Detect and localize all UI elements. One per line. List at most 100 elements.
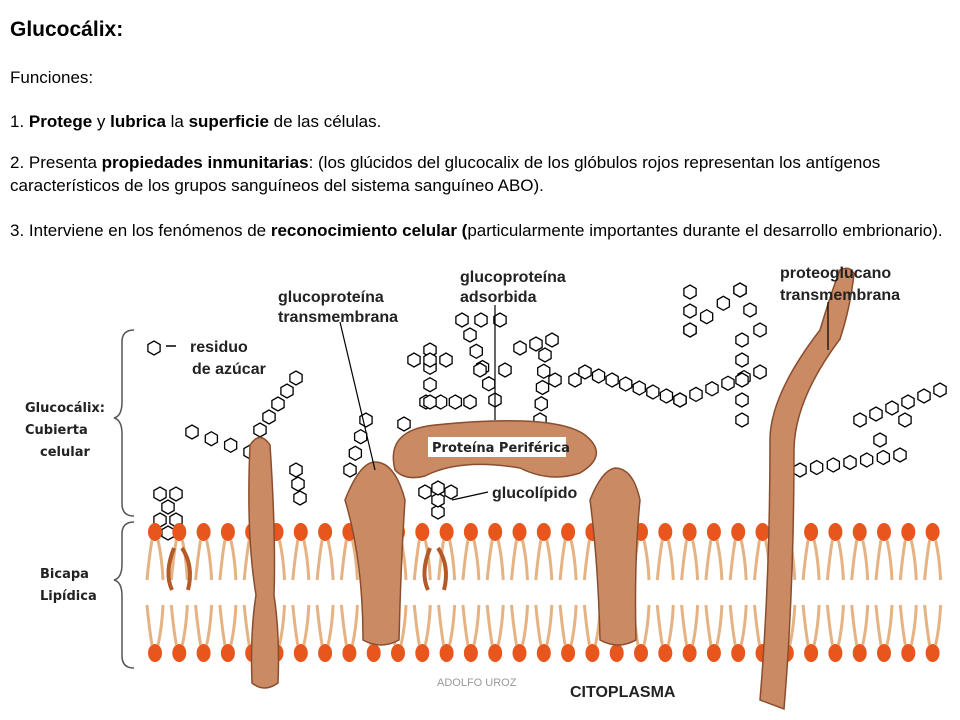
lipid-tail — [801, 604, 821, 646]
lipid-head — [196, 523, 211, 541]
sugar-residue-icon — [917, 388, 931, 404]
transmembrane-protein — [589, 467, 641, 646]
sugar-residue-icon — [898, 412, 912, 428]
lipid-head — [634, 644, 648, 662]
lipid-tail — [923, 604, 943, 646]
lipid-head — [463, 644, 478, 662]
lipid-tail — [169, 604, 189, 646]
lipid-tail — [145, 539, 165, 581]
sugar-residue-icon — [853, 412, 867, 428]
sugar-residue-label: de azúcar — [192, 361, 266, 378]
body-text: Presenta — [28, 153, 102, 172]
sugar-residue-icon — [262, 409, 276, 425]
lipid-head — [852, 523, 867, 541]
sugar-residue-icon — [545, 332, 559, 348]
lipid-tail — [461, 539, 481, 581]
body-text: particularmente importantes durante el d… — [467, 221, 943, 240]
transmembrane-glycoprotein-label: glucoproteína — [278, 289, 384, 306]
lipid-tail — [218, 604, 238, 646]
lipid-tail — [291, 539, 311, 581]
lipid-head — [391, 644, 405, 662]
lipid-tail — [655, 539, 675, 581]
sugar-residue-icon — [498, 362, 512, 378]
sugar-residue-icon — [683, 284, 697, 300]
author-credit: ADOLFO UROZ — [437, 677, 517, 689]
lipid-tail — [704, 539, 724, 581]
lipid-tail — [145, 604, 165, 646]
sugar-residue-icon — [418, 484, 432, 500]
sugar-residue-icon — [885, 400, 899, 416]
sugar-residue-icon — [537, 363, 551, 380]
lipid-head — [755, 523, 770, 541]
lipid-tail — [485, 604, 505, 646]
glycolipid-label: glucolípido — [492, 485, 578, 502]
lipid-tail — [898, 539, 918, 581]
lipid-head — [877, 644, 891, 662]
sugar-residue-icon — [933, 382, 947, 398]
lipid-head — [342, 644, 357, 662]
lipid-head — [658, 644, 673, 662]
lipid-head — [925, 644, 940, 662]
sugar-residue-icon — [353, 428, 368, 445]
lipid-tail — [485, 539, 505, 581]
lipid-head — [488, 523, 503, 541]
page-title: Glucocálix: — [10, 18, 124, 41]
sugar-residue-icon — [538, 347, 552, 363]
sugar-residue-icon — [513, 340, 527, 356]
lipid-head — [609, 644, 624, 662]
bilayer-label: Lipídica — [40, 589, 97, 604]
sugar-residue-icon — [397, 416, 411, 432]
sugar-residue-icon — [289, 462, 303, 478]
sugar-residue-icon — [439, 352, 453, 368]
lipid-head — [901, 523, 916, 541]
lipid-tail — [680, 604, 700, 646]
sugar-residue-icon — [423, 352, 437, 368]
sugar-residue-icon — [705, 381, 719, 397]
glycoprotein-transmembrane — [344, 461, 406, 646]
sugar-residue-icon — [407, 352, 421, 368]
sugar-residue-icon — [735, 412, 749, 428]
sugar-residue-icon — [735, 392, 749, 408]
sugar-residue-icon — [147, 340, 161, 356]
lipid-head — [585, 644, 600, 662]
transmembrane-glycoprotein — [248, 436, 280, 689]
sugar-residue-icon — [753, 364, 767, 380]
function-number: 3. — [10, 221, 29, 240]
lipid-tail — [704, 604, 724, 646]
lipid-head — [293, 644, 308, 662]
lipid-head — [148, 644, 162, 662]
sugar-residue-icon — [659, 388, 674, 404]
lipid-head — [536, 523, 551, 541]
lipid-tail — [339, 604, 359, 646]
proteoglycan-label: transmembrana — [780, 287, 900, 304]
pointer-line — [339, 321, 376, 471]
sugar-residue-icon — [473, 362, 487, 378]
lipid-tail — [412, 604, 432, 646]
lipid-head — [220, 644, 235, 662]
body-text: de las células. — [268, 112, 382, 131]
lipid-tail — [315, 604, 335, 646]
lipid-head — [220, 523, 235, 541]
lipid-tail — [582, 604, 602, 646]
lipid-head — [852, 644, 867, 662]
adsorbed-glycoprotein-label: adsorbida — [460, 289, 537, 306]
sugar-residue-icon — [869, 406, 883, 422]
lipid-head — [293, 523, 308, 541]
sugar-residue-icon — [482, 376, 496, 392]
lipid-tail — [461, 604, 481, 646]
lipid-head — [682, 644, 697, 662]
sugar-residue-icon — [423, 376, 437, 393]
lipid-head — [196, 644, 211, 662]
sugar-residue-icon — [271, 396, 285, 412]
lipid-tail — [510, 604, 529, 646]
function-number: 1. — [10, 112, 29, 131]
body-text: y — [92, 112, 111, 131]
proteoglycan-transmembrane — [759, 267, 855, 711]
lipid-head — [415, 523, 430, 541]
lipid-head — [415, 644, 430, 662]
lipid-tail — [728, 539, 748, 581]
sugar-residue-icon — [646, 384, 660, 400]
sugar-residue-icon — [535, 379, 550, 396]
lipid-tail — [923, 539, 943, 581]
proteoglycan-label: proteoglucano — [780, 265, 891, 282]
